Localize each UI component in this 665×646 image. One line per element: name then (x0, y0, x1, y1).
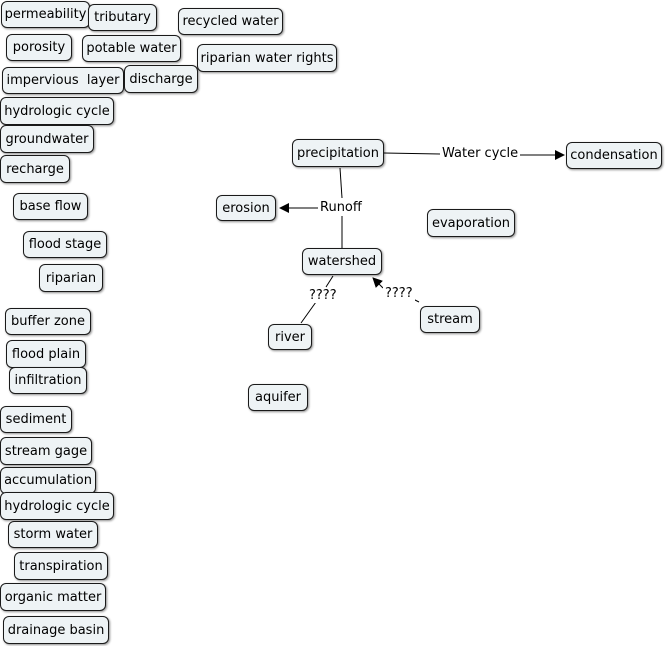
node-accumulation[interactable]: accumulation (0, 467, 96, 494)
node-groundwater[interactable]: groundwater (0, 125, 94, 153)
node-transpiration[interactable]: transpiration (14, 552, 108, 580)
node-flood-stage[interactable]: flood stage (23, 231, 107, 258)
node-precipitation[interactable]: precipitation (292, 139, 384, 167)
node-condensation[interactable]: condensation (566, 142, 662, 169)
node-recycled-water[interactable]: recycled water (178, 8, 283, 35)
node-permeability[interactable]: permeability (1, 1, 90, 28)
node-aquifer[interactable]: aquifer (248, 384, 308, 411)
node-storm-water[interactable]: storm water (8, 521, 98, 548)
node-evaporation[interactable]: evaporation (427, 209, 515, 237)
node-porosity[interactable]: porosity (6, 34, 72, 61)
node-stream-gage[interactable]: stream gage (0, 437, 92, 465)
node-riparian-water-rights[interactable]: riparian water rights (197, 44, 337, 72)
node-hydrologic-cycle-2[interactable]: hydrologic cycle (0, 492, 114, 520)
node-watershed[interactable]: watershed (302, 248, 382, 275)
link-label-unknown-right: ???? (383, 286, 415, 301)
node-infiltration[interactable]: infiltration (9, 367, 87, 394)
node-riparian[interactable]: riparian (39, 264, 103, 292)
node-flood-plain[interactable]: flood plain (6, 340, 86, 368)
link-precipitation-watercycle (383, 152, 441, 155)
node-hydrologic-cycle-1[interactable]: hydrologic cycle (0, 97, 114, 125)
link-precipitation-runoff (339, 167, 343, 199)
link-label-unknown-left: ???? (307, 288, 339, 303)
node-tributary[interactable]: tributary (88, 4, 157, 31)
link-unknown-left-river (300, 301, 317, 324)
node-impervious-layer[interactable]: impervious layer (2, 67, 124, 94)
node-erosion[interactable]: erosion (216, 195, 276, 221)
node-buffer-zone[interactable]: buffer zone (5, 308, 91, 335)
link-label-runoff: Runoff (318, 200, 364, 215)
node-drainage-basin[interactable]: drainage basin (3, 616, 109, 644)
node-discharge[interactable]: discharge (124, 65, 198, 93)
node-recharge[interactable]: recharge (0, 155, 70, 183)
node-sediment[interactable]: sediment (0, 406, 72, 433)
link-label-water-cycle: Water cycle (440, 146, 521, 161)
node-potable-water[interactable]: potable water (82, 35, 181, 62)
node-organic-matter[interactable]: organic matter (0, 583, 106, 611)
node-base-flow[interactable]: base flow (13, 193, 88, 220)
link-unknown-right-watershed (372, 277, 384, 289)
node-river[interactable]: river (268, 324, 312, 350)
link-watershed-unknown-left (325, 275, 334, 288)
node-stream[interactable]: stream (420, 306, 480, 333)
